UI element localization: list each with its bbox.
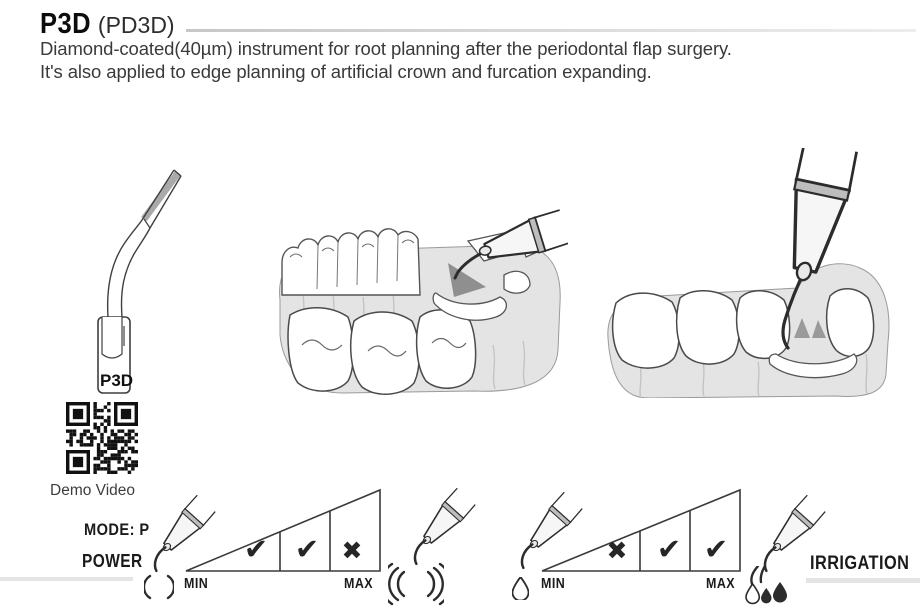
qr-code-demo-video[interactable] [66,402,138,474]
low-vibration-icon [144,574,174,600]
product-code: P3D [40,8,91,40]
power-max-label: MAX [344,576,374,592]
water-drop-icon [512,577,529,600]
power-mark-1: ✔ [243,532,269,566]
power-mark-2: ✔ [294,532,320,566]
irrigation-min-label: MIN [541,576,566,592]
water-drops-icon [745,566,787,605]
power-label: POWER [82,551,143,571]
irrigation-mark-2: ✔ [656,532,682,566]
description-line-2: It's also applied to edge planning of ar… [40,61,652,82]
figure-furcation [607,148,903,398]
title-rule [186,29,916,32]
page-title: P3D (PD3D) [40,8,175,41]
power-underline [0,577,133,581]
irrigation-scale-triangle [541,488,741,572]
power-scale-triangle [185,488,381,572]
tip-illustration: P3D [97,169,182,394]
sound-waves-icon [388,562,444,606]
irrigation-label: IRRIGATION [810,553,910,574]
product-code-alt: (PD3D) [97,12,175,38]
irrigation-mark-3: ✔ [703,532,729,566]
power-mark-3: ✖ [341,536,363,565]
tip-label: P3D [100,371,133,390]
irrigation-underline [806,578,920,583]
mode-label: MODE: P [84,520,150,539]
handpiece-in-figure [736,148,903,289]
irrigation-max-label: MAX [706,576,736,592]
tooth-roots [639,353,868,398]
irrigation-mark-1: ✖ [606,536,628,565]
figure-flap-surgery [279,183,568,395]
description-line-1: Diamond-coated(40µm) instrument for root… [40,38,732,59]
qr-caption: Demo Video [50,482,136,499]
power-min-label: MIN [184,576,209,592]
